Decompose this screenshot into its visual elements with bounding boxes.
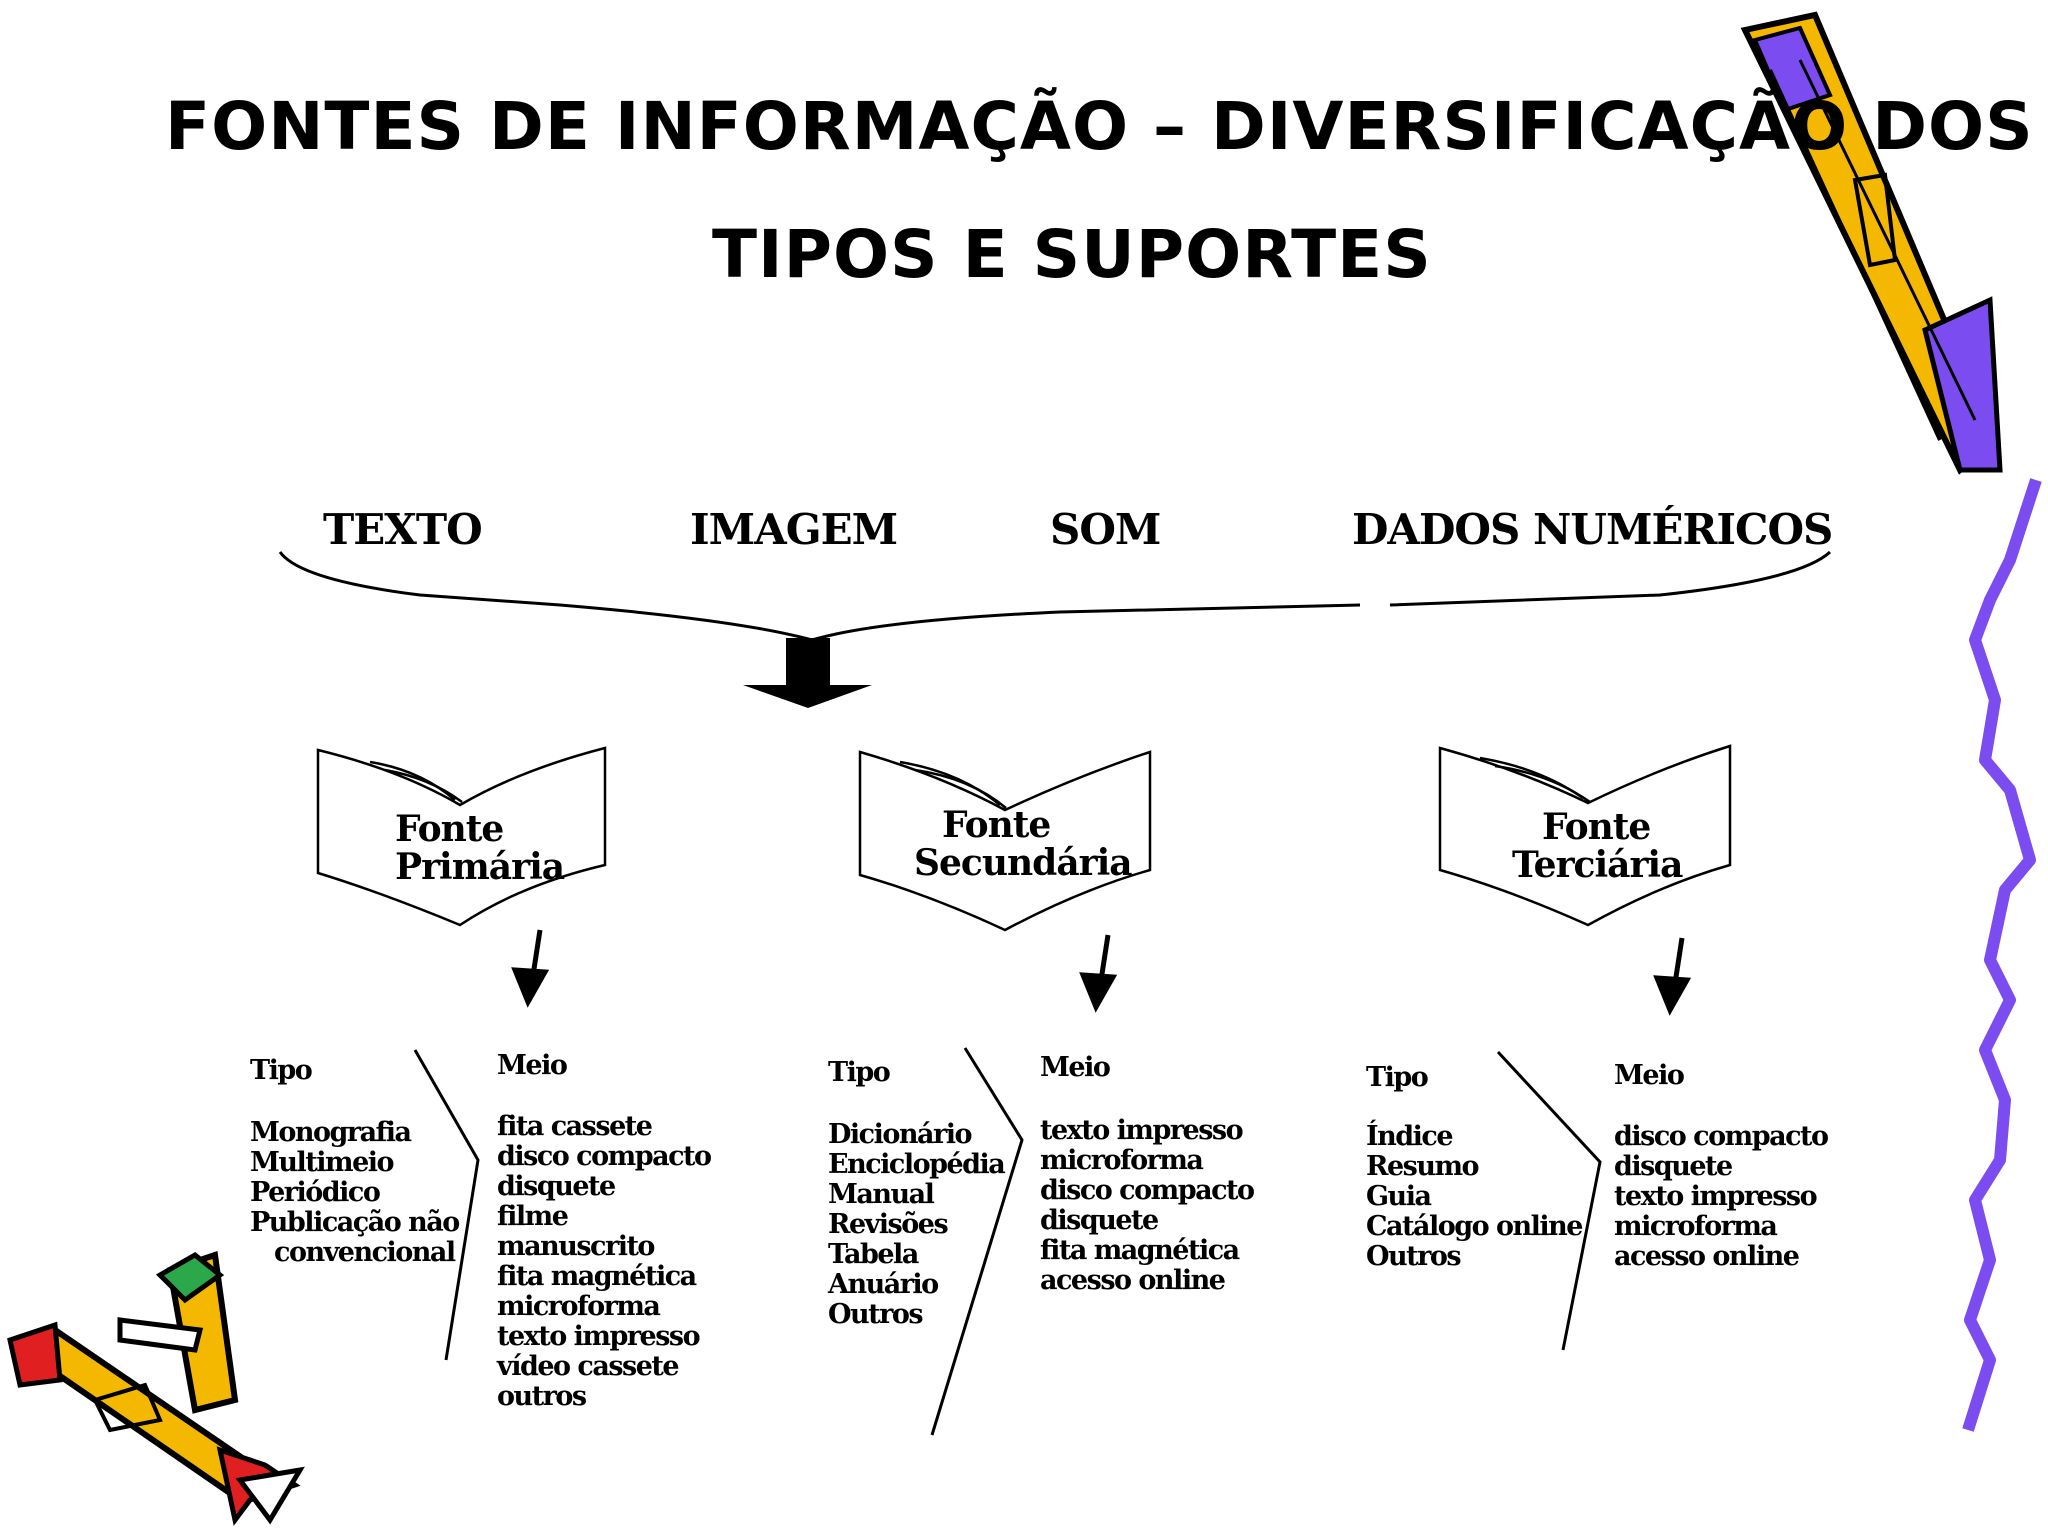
book-label-line-2: Terciária: [1512, 844, 1683, 886]
list-item: vídeo cassete: [497, 1351, 680, 1382]
media-texto: TEXTO: [323, 505, 483, 554]
arrow-primaria: [511, 929, 550, 1008]
list-item: disco compacto: [1614, 1121, 1829, 1152]
list-item: Manual: [828, 1179, 935, 1210]
list-item: disco compacto: [1040, 1175, 1255, 1206]
list-item: texto impresso: [1040, 1115, 1244, 1146]
list-item: microforma: [1614, 1211, 1778, 1242]
book-label-line-1: Fonte: [1542, 806, 1651, 848]
divider-primaria: [413, 1049, 480, 1361]
slide-title-line-1: FONTES DE INFORMAÇÃO – DIVERSIFICAÇÃO DO…: [165, 88, 2034, 165]
slide-title-line-2: TIPOS E SUPORTES: [712, 216, 1432, 293]
media-som: SOM: [1050, 505, 1161, 554]
list-item: Outros: [1366, 1241, 1462, 1272]
media-brace: [278, 550, 1832, 642]
list-item: Multimeio: [250, 1147, 395, 1178]
list-item: disco compacto: [497, 1141, 712, 1172]
book-label-primaria: Fonte Primária: [395, 808, 565, 888]
meio-list-terciaria: disco compacto disquete texto impresso m…: [1614, 1121, 1829, 1272]
list-item: Tabela: [828, 1239, 919, 1270]
list-item: Periódico: [250, 1177, 381, 1208]
list-item: Monografia: [250, 1117, 412, 1148]
squiggle-line-icon: [1962, 478, 2042, 1432]
tipo-list-secundaria: Dicionário Enciclopédia Manual Revisões …: [828, 1119, 1006, 1330]
list-item: convencional: [274, 1237, 456, 1268]
list-item: Dicionário: [828, 1119, 973, 1150]
tipo-heading-primaria: Tipo: [250, 1055, 313, 1086]
crayons-icon: [7, 1251, 305, 1526]
list-item: outros: [497, 1381, 587, 1412]
meio-heading-primaria: Meio: [497, 1050, 568, 1081]
list-item: microforma: [497, 1291, 661, 1322]
list-item: disquete: [1614, 1151, 1733, 1182]
book-label-line-1: Fonte: [395, 808, 504, 850]
list-item: texto impresso: [1614, 1181, 1818, 1212]
meio-list-primaria: fita cassete disco compacto disquete fil…: [497, 1111, 712, 1412]
list-item: acesso online: [1614, 1241, 1800, 1272]
big-down-arrow: [743, 638, 872, 708]
list-item: Anuário: [828, 1269, 939, 1300]
meio-heading-secundaria: Meio: [1040, 1052, 1111, 1083]
list-item: acesso online: [1040, 1265, 1226, 1296]
book-label-terciaria: Fonte Terciária: [1512, 806, 1683, 886]
book-primaria: [316, 746, 607, 927]
list-item: filme: [497, 1201, 569, 1232]
book-label-secundaria: Fonte Secundária: [914, 804, 1133, 884]
meio-list-secundaria: texto impresso microforma disco compacto…: [1040, 1115, 1255, 1296]
tipo-list-terciaria: Índice Resumo Guia Catálogo online Outro…: [1366, 1121, 1583, 1272]
list-item: disquete: [1040, 1205, 1159, 1236]
list-item: Catálogo online: [1366, 1211, 1583, 1242]
meio-heading-terciaria: Meio: [1614, 1060, 1685, 1091]
list-item: fita magnética: [497, 1261, 697, 1292]
list-item: texto impresso: [497, 1321, 701, 1352]
list-item: Enciclopédia: [828, 1149, 1006, 1180]
list-item: manuscrito: [497, 1231, 655, 1262]
tipo-heading-secundaria: Tipo: [828, 1057, 891, 1088]
list-item: Resumo: [1366, 1151, 1480, 1182]
list-item: Índice: [1366, 1121, 1454, 1152]
divider-secundaria: [930, 1047, 1024, 1436]
book-label-line-1: Fonte: [942, 804, 1051, 846]
list-item: fita cassete: [497, 1111, 653, 1142]
list-item: Outros: [828, 1299, 924, 1330]
media-imagem: IMAGEM: [690, 505, 898, 554]
list-item: Guia: [1366, 1181, 1432, 1212]
book-label-line-2: Primária: [395, 846, 565, 888]
arrow-secundaria: [1079, 934, 1118, 1013]
list-item: fita magnética: [1040, 1235, 1240, 1266]
tipo-heading-terciaria: Tipo: [1366, 1062, 1429, 1093]
book-label-line-2: Secundária: [914, 842, 1133, 884]
divider-terciaria: [1496, 1050, 1602, 1351]
list-item: Revisões: [828, 1209, 949, 1240]
book-secundaria: [858, 750, 1152, 932]
pencil-icon: [1740, 11, 2003, 475]
media-dados-numericos: DADOS NUMÉRICOS: [1352, 505, 1833, 554]
book-terciaria: [1438, 744, 1732, 927]
arrow-terciaria: [1653, 937, 1692, 1016]
list-item: microforma: [1040, 1145, 1204, 1176]
list-item: Publicação não: [250, 1207, 460, 1238]
list-item: disquete: [497, 1171, 616, 1202]
tipo-list-primaria: Monografia Multimeio Periódico Publicaçã…: [250, 1117, 460, 1268]
